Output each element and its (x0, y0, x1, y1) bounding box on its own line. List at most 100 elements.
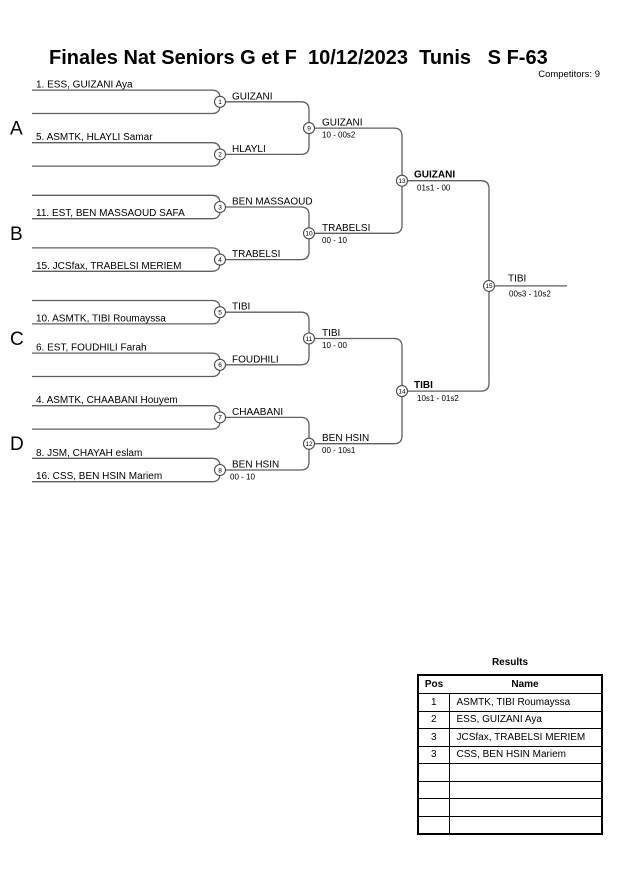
result-name-cell: ESS, GUIZANI Aya (449, 710, 602, 729)
match-circle (213, 411, 227, 424)
match-score: 10 - 00 (322, 341, 347, 350)
result-name-cell (449, 763, 602, 781)
competitors-count: Competitors: 9 (538, 69, 600, 80)
match-number: 8 (218, 467, 222, 474)
round1-winner-label: BEN HSIN (232, 460, 279, 471)
match-circle (302, 332, 316, 345)
result-name-cell: JCSfax, TRABELSI MERIEM (449, 728, 602, 746)
seed-player-label: 15. JCSfax, TRABELSI MERIEM (36, 261, 181, 272)
round1-winner-label: HLAYLI (232, 144, 266, 155)
match-number: 1 (218, 99, 222, 106)
result-row (418, 780, 602, 799)
match-number: 12 (305, 441, 313, 448)
result-row (418, 815, 602, 834)
result-pos-cell (418, 798, 450, 816)
match-circle (482, 279, 496, 292)
final-winner-label: TIBI (508, 273, 526, 284)
results-header-pos: Pos (424, 679, 444, 690)
result-pos-cell: 3 (418, 745, 450, 764)
seed-player-label: 10. ASMTK, TIBI Roumayssa (36, 313, 166, 324)
match-circle (213, 148, 227, 161)
match-number: 14 (398, 388, 406, 395)
results-title: Results (491, 657, 529, 668)
match-circle (395, 174, 409, 187)
pool-label: C (10, 329, 24, 350)
result-name-cell (449, 798, 602, 816)
round2-winner-lines (315, 337, 403, 445)
round2-winner-label: GUIZANI (322, 118, 363, 129)
round1-winner-label: CHAABANI (232, 407, 283, 418)
seed-player-label: 5. ASMTK, HLAYLI Samar (36, 132, 153, 143)
result-row (418, 763, 602, 781)
match-score: 00s3 - 10s2 (509, 289, 551, 298)
match-number: 7 (218, 415, 222, 422)
result-pos-cell (418, 780, 450, 799)
result-pos-cell: 1 (418, 693, 450, 711)
bracket-pair-lines (32, 89, 221, 115)
semifinal-winner-label: GUIZANI (414, 170, 455, 181)
match-circle (213, 306, 227, 319)
result-pos-cell (418, 763, 450, 781)
seed-player-label: 16. CSS, BEN HSIN Mariem (36, 471, 162, 482)
match-number: 11 (306, 336, 313, 343)
match-circle (213, 95, 227, 108)
result-name-cell (449, 815, 602, 834)
tournament-bracket: A 1. ESS, GUIZANI Aya 5. ASMTK, HLAYLI Sam… (10, 80, 567, 483)
results-header-name: Name (511, 679, 539, 690)
round1-winner-label: TRABELSI (232, 249, 280, 260)
round2-winner-label: TIBI (322, 328, 340, 339)
round2-winner-label: TRABELSI (322, 223, 370, 234)
match-score: 00 - 10 (322, 236, 347, 245)
result-name-cell: CSS, BEN HSIN Mariem (449, 745, 602, 764)
page-title: Finales Nat Seniors G et F 10/12/2023 Tu… (49, 47, 548, 69)
semifinal-winner-label: TIBI (414, 380, 433, 391)
match-number: 9 (307, 125, 311, 132)
seed-player-label: 1. ESS, GUIZANI Aya (36, 80, 133, 91)
match-score: 00 - 10 (230, 473, 255, 482)
seed-player-label: 11. EST, BEN MASSAOUD SAFA (36, 208, 185, 219)
match-circle (302, 122, 316, 135)
round1-winner-label: BEN MASSAOUD (232, 197, 313, 208)
match-number: 4 (218, 257, 222, 264)
match-circle (395, 385, 409, 398)
seed-player-label: 8. JSM, CHAYAH eslam (36, 448, 142, 459)
match-number: 6 (218, 362, 222, 369)
bracket-pair-lines (32, 405, 221, 430)
round1-winner-label: FOUDHILI (232, 354, 279, 365)
match-number: 2 (218, 152, 222, 159)
bracket-pair-lines (32, 352, 221, 378)
match-score: 01s1 - 00 (417, 184, 451, 193)
bracket-pair-lines (32, 142, 221, 167)
match-circle (213, 253, 227, 266)
round1-winner-label: TIBI (232, 302, 250, 313)
match-circle (213, 358, 227, 371)
match-circle (302, 437, 316, 450)
match-circle (213, 463, 227, 477)
pool-label: D (10, 434, 24, 455)
round2-winner-label: BEN HSIN (322, 433, 369, 444)
match-score: 00 - 10s1 (322, 446, 356, 455)
match-score: 10 - 00s2 (322, 131, 356, 140)
seed-player-label: 6. EST, FOUDHILI Farah (36, 343, 147, 354)
match-number: 10 (305, 231, 313, 238)
round1-winner-label: GUIZANI (232, 91, 273, 102)
match-score: 10s1 - 01s2 (417, 394, 459, 403)
pool-label: A (10, 119, 23, 140)
result-name-cell (449, 780, 602, 799)
match-number: 13 (398, 178, 406, 185)
semifinal-winner-lines (408, 180, 490, 392)
result-pos-cell: 3 (418, 728, 450, 746)
seed-player-label: 4. ASMTK, CHAABANI Houyem (36, 395, 178, 406)
match-number: 3 (218, 204, 222, 211)
result-pos-cell: 2 (418, 710, 450, 729)
result-name-cell: ASMTK, TIBI Roumayssa (449, 693, 602, 711)
result-pos-cell (418, 815, 450, 834)
result-row (418, 798, 602, 816)
results-header-row: Pos Name (418, 675, 602, 694)
